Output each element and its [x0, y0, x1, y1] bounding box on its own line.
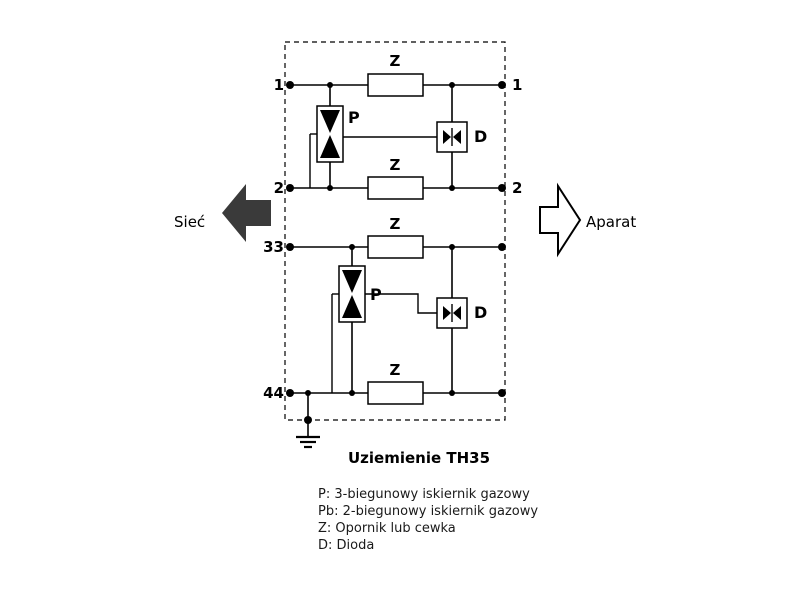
junction-dot — [449, 390, 455, 396]
line-row-2: Z 2 2 — [274, 156, 522, 200]
terminal-label-left-1: 1 — [274, 76, 284, 94]
z1-label: Z — [390, 52, 401, 70]
legend-line-pb: Pb: 2-biegunowy iskiernik gazowy — [318, 504, 538, 519]
p-to-d-connector — [365, 293, 437, 314]
junction-dot — [349, 390, 355, 396]
device-enclosure-dashed-border — [284, 41, 506, 421]
diode-triangle-icon — [443, 306, 451, 320]
apparatus-label: Aparat — [586, 213, 636, 231]
gas-arrester-p-bottom: P — [331, 244, 382, 396]
diode-d-bottom: D — [365, 244, 487, 396]
z3-label: Z — [390, 215, 401, 233]
terminal-label-right-2: 2 — [512, 179, 522, 197]
line-row-4: Z 44 — [263, 361, 506, 405]
junction-dot — [449, 244, 455, 250]
apparatus-side: Aparat — [539, 182, 636, 258]
diode-triangle-icon — [443, 130, 451, 144]
line-row-1: Z 1 1 — [274, 52, 522, 97]
d-top-label: D — [474, 127, 487, 146]
resistor-z2-box — [367, 176, 424, 200]
junction-dot — [449, 82, 455, 88]
ground-connection: Uziemienie TH35 — [296, 390, 490, 467]
arrester-triangle-icon — [320, 110, 340, 133]
legend-line-p: P: 3-biegunowy iskiernik gazowy — [318, 487, 530, 502]
legend: P: 3-biegunowy iskiernik gazowy Pb: 2-bi… — [318, 487, 538, 553]
z2-label: Z — [390, 156, 401, 174]
arrester-triangle-icon — [342, 295, 362, 318]
junction-dot — [449, 185, 455, 191]
ground-tap-dot — [304, 416, 312, 424]
left-block-arrow-icon — [222, 184, 271, 242]
junction-dot — [327, 185, 333, 191]
terminal-dot — [286, 389, 294, 397]
gas-arrester-p-top: P — [309, 82, 360, 191]
legend-line-z: Z: Opornik lub cewka — [318, 521, 456, 536]
resistor-z4-box — [367, 381, 424, 405]
terminal-dot — [286, 81, 294, 89]
network-side: Sieć — [174, 184, 271, 242]
terminal-dot — [498, 389, 506, 397]
network-label: Sieć — [174, 213, 205, 231]
terminal-label-left-3: 33 — [263, 238, 284, 256]
terminal-label-left-4: 44 — [263, 384, 284, 402]
terminal-dot — [498, 184, 506, 192]
p-top-label: P — [348, 108, 360, 127]
diode-triangle-icon — [453, 306, 461, 320]
legend-line-d: D: Dioda — [318, 538, 374, 553]
junction-dot — [349, 244, 355, 250]
junction-dot — [327, 82, 333, 88]
terminal-dot — [498, 81, 506, 89]
line-row-3: Z 33 — [263, 215, 506, 259]
d-bottom-label: D — [474, 303, 487, 322]
arrester-triangle-icon — [342, 270, 362, 293]
resistor-z1-box — [367, 73, 424, 97]
ground-label: Uziemienie TH35 — [348, 449, 490, 467]
z4-label: Z — [390, 361, 401, 379]
terminal-dot — [498, 243, 506, 251]
diode-d-top: D — [343, 82, 487, 191]
terminal-label-left-2: 2 — [274, 179, 284, 197]
right-block-arrow-icon — [539, 182, 582, 258]
terminal-dot — [286, 184, 294, 192]
resistor-z3-box — [367, 235, 424, 259]
terminal-dot — [286, 243, 294, 251]
diode-triangle-icon — [453, 130, 461, 144]
terminal-label-right-1: 1 — [512, 76, 522, 94]
earth-ground-icon — [296, 435, 320, 449]
arrester-triangle-icon — [320, 135, 340, 158]
